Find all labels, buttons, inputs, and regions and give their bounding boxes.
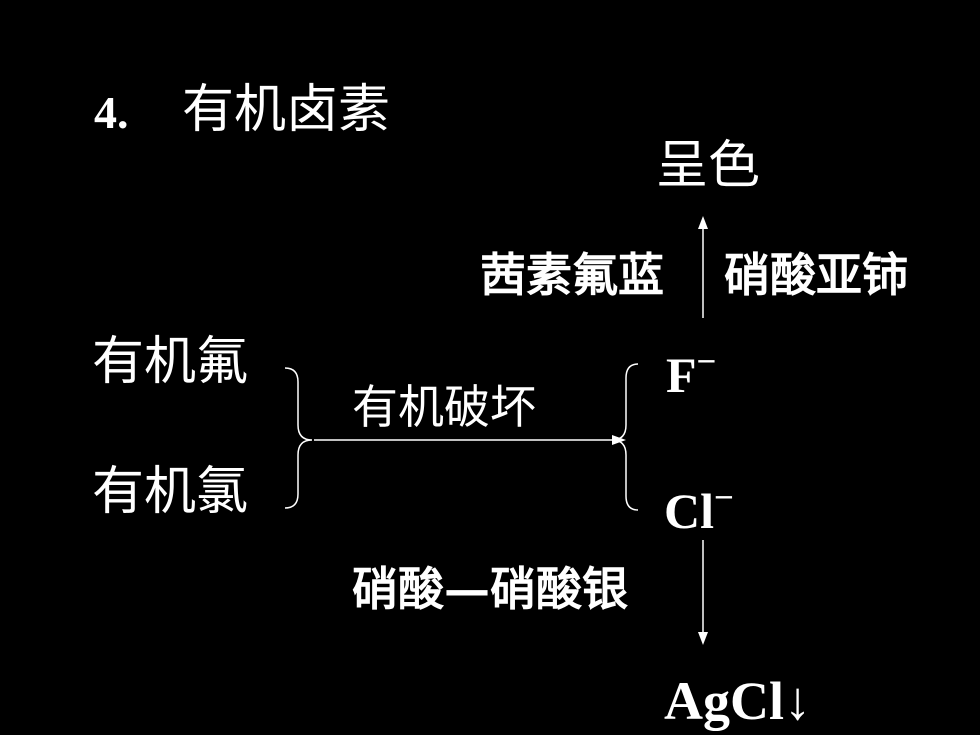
chloride-charge: − xyxy=(714,477,734,517)
fluoride-reagent-right: 硝酸亚铈 xyxy=(724,248,908,302)
heading-title: 有机卤素 xyxy=(182,80,391,140)
left-brace xyxy=(284,367,313,509)
input-organic-fluorine: 有机氟 xyxy=(92,332,249,392)
chloride-result: AgCl↓ xyxy=(664,671,811,731)
right-brace xyxy=(611,363,639,511)
process-arrow-head xyxy=(612,435,626,445)
chloride-ion: Cl− xyxy=(664,480,734,539)
chloride-reagent: 硝酸—硝酸银 xyxy=(352,562,628,616)
chloride-arrow-head xyxy=(698,632,708,645)
input-organic-chlorine: 有机氯 xyxy=(92,462,249,522)
chloride-symbol: Cl xyxy=(664,483,714,539)
fluoride-reagent-left: 茜素氟蓝 xyxy=(480,248,664,302)
fluoride-arrow-head xyxy=(698,216,708,229)
fluoride-symbol: F xyxy=(666,347,697,403)
fluoride-ion: F− xyxy=(666,344,717,403)
process-label: 有机破坏 xyxy=(352,380,536,434)
fluoride-charge: − xyxy=(696,341,717,381)
heading-number: 4. xyxy=(94,87,129,138)
fluoride-result: 呈色 xyxy=(656,136,761,196)
